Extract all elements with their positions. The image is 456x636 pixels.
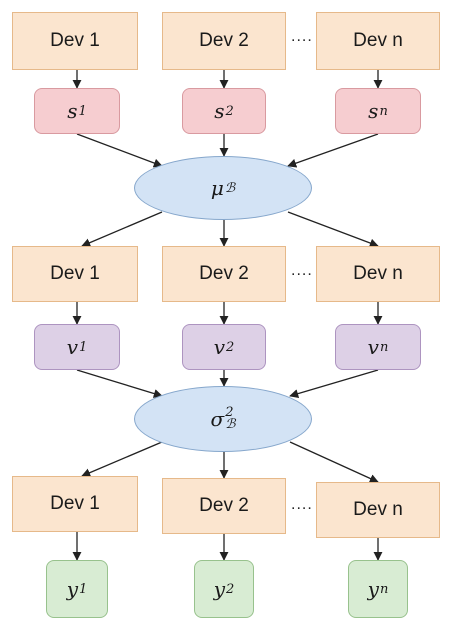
arrow-mean-to-devn [287,211,379,248]
v-2-base: v [213,335,226,359]
dev-n-row2-label: Dev n [353,263,403,284]
dev-2-row1-label: Dev 2 [199,30,249,51]
ellipsis-row3: .... [291,496,313,513]
variance-op-sub: ℬ [225,417,236,432]
dev-1-row2: Dev 1 [12,246,138,302]
ellipsis-row2: .... [291,262,313,279]
dev-1-row1: Dev 1 [12,12,138,70]
dev-n-row2: Dev n [316,246,440,302]
dev-1-row3-label: Dev 1 [50,493,100,514]
dev-2-row2-label: Dev 2 [199,263,249,284]
v-n-sub: n [379,339,389,355]
arrow-var-to-devn [289,441,379,483]
dev-2-row3: Dev 2 [162,478,286,534]
arrow-s1-to-mean [76,133,163,168]
dev-1-row1-label: Dev 1 [50,30,100,51]
s-n-sub: n [379,103,388,119]
dev-n-row1: Dev n [316,12,440,70]
dev-n-row1-label: Dev n [353,30,403,51]
v-2-sub: 2 [226,339,235,355]
s-2-base: s [214,99,225,123]
variance-op-base: σ [210,407,225,431]
v-1-sub: 1 [79,339,88,355]
s-2-sub: 2 [225,103,234,119]
y-1-sub: 1 [79,581,88,597]
v-n-base: v [367,335,379,359]
ellipsis-row1: .... [291,28,313,45]
dev-2-row2: Dev 2 [162,246,286,302]
y-n-base: y [367,577,379,601]
dev-1-row3: Dev 1 [12,476,138,532]
arrow-var-to-dev1 [81,441,163,477]
y-2-sub: 2 [226,581,235,597]
y-n-sub: n [379,581,389,597]
arrow-mean-to-dev1 [81,211,163,247]
mean-op-sub: ℬ [224,180,236,196]
arrow-v1-to-var [76,369,163,398]
arrow-sn-to-mean [287,133,379,168]
s-1-sub: 1 [78,103,87,119]
y-2-base: y [213,577,226,601]
arrow-vn-to-var [289,369,379,399]
dev-2-row1: Dev 2 [162,12,286,70]
s-1-base: s [67,99,78,123]
y-1-base: y [66,577,79,601]
v-1-base: v [66,335,79,359]
dev-1-row2-label: Dev 1 [50,263,100,284]
dev-2-row3-label: Dev 2 [199,495,249,516]
dev-n-row3-label: Dev n [353,499,403,520]
dev-n-row3: Dev n [316,482,440,538]
s-n-base: s [368,99,379,123]
mean-op-base: μ [210,176,224,200]
variance-op-sup: 2 [225,404,234,420]
